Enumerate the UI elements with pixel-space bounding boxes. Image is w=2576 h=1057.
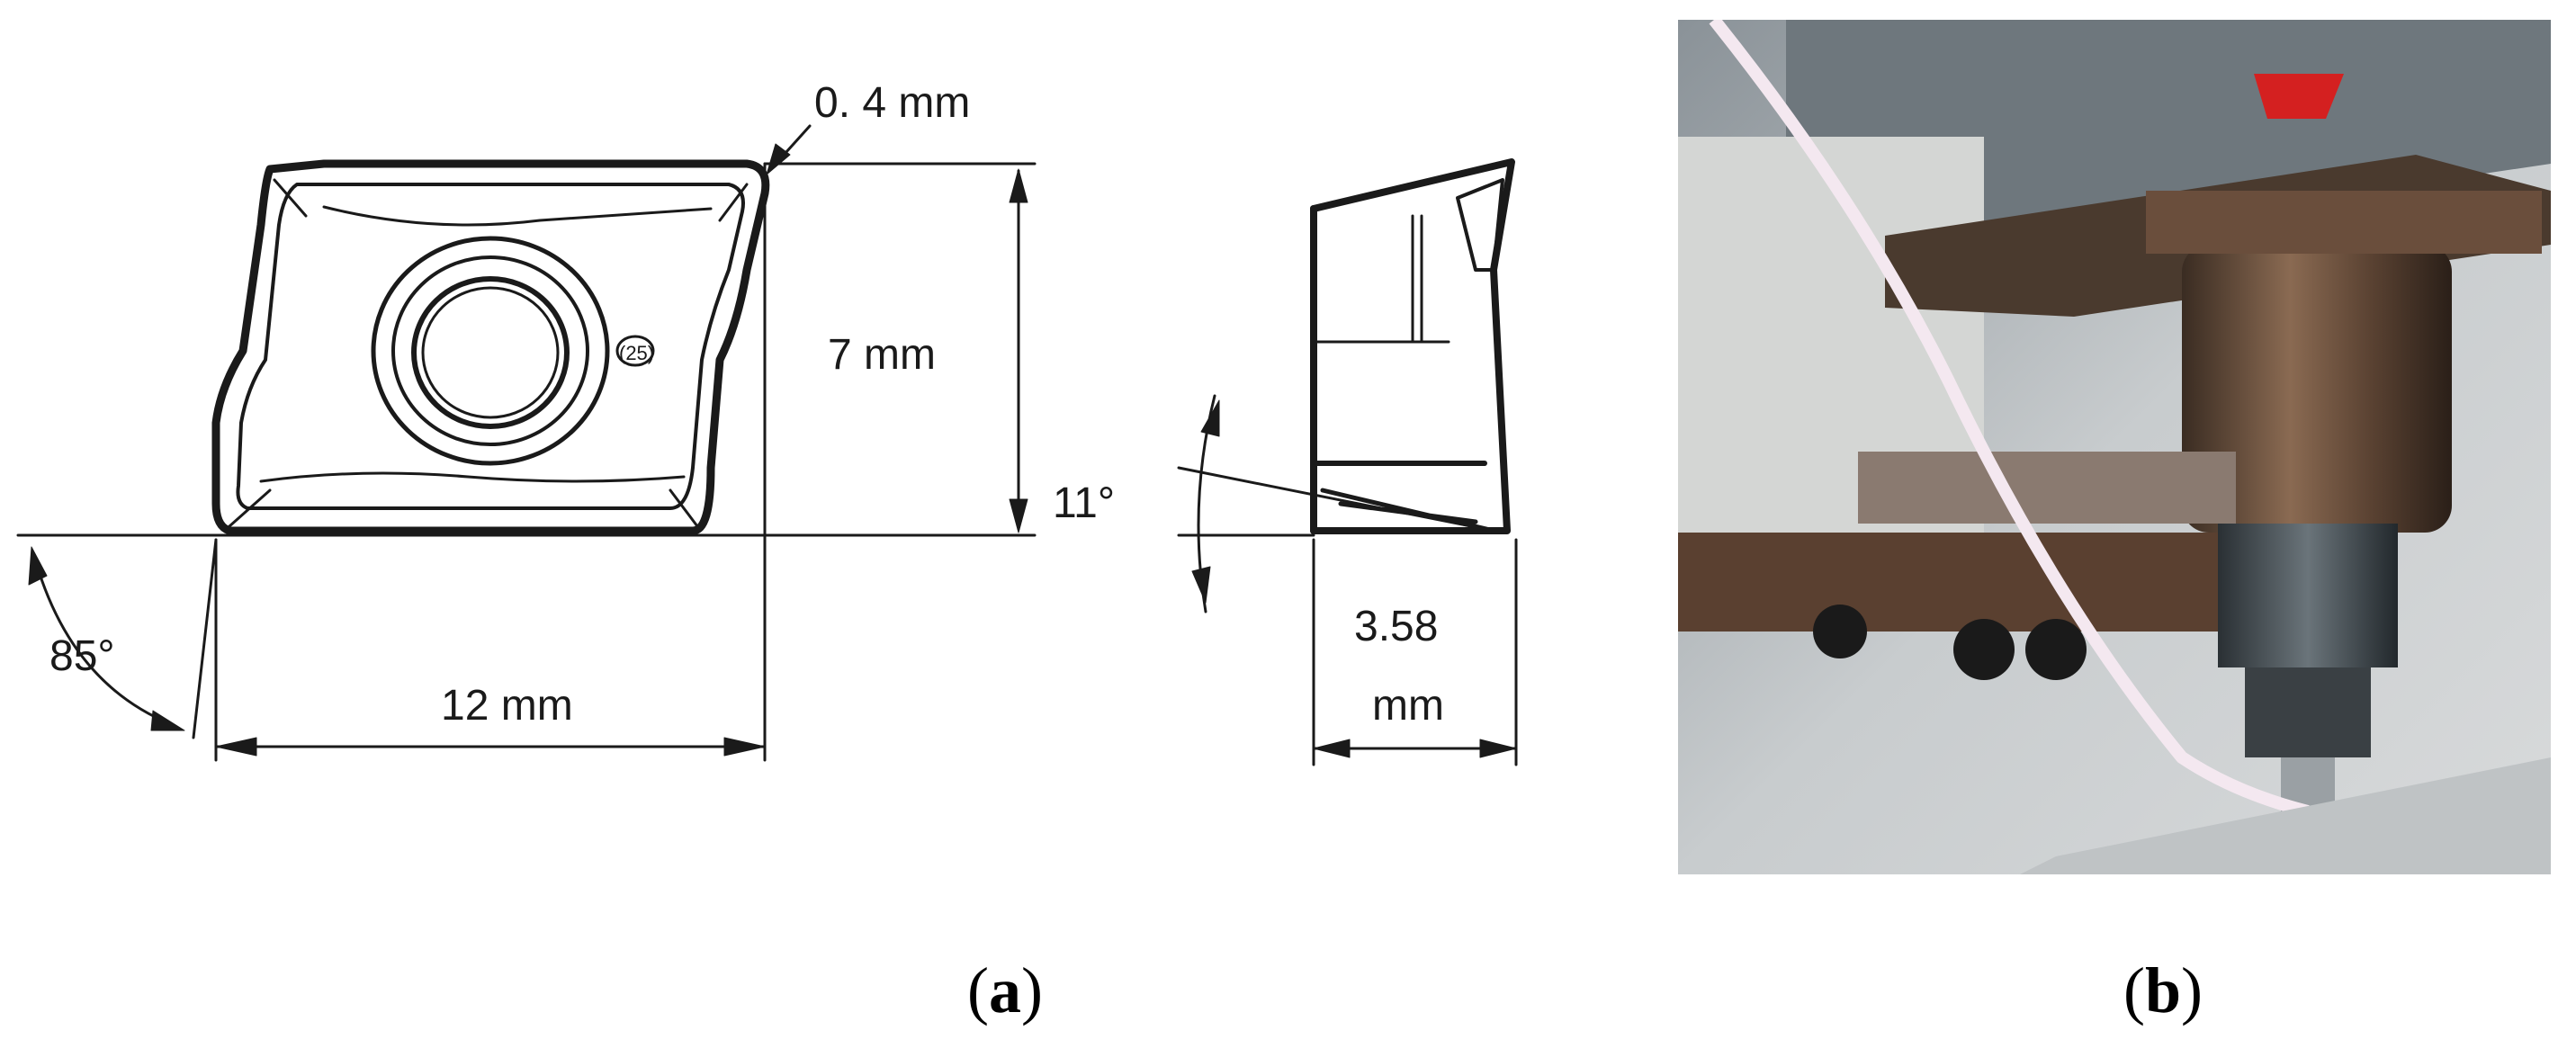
insert-mark-label: (25)	[619, 342, 654, 364]
angle11-arrow-top	[1200, 399, 1220, 437]
machining-setup-photo	[1678, 20, 2551, 874]
rake-edge-bottom	[259, 471, 686, 483]
fixture-bolt-1	[1953, 619, 2015, 680]
tool-holder	[2218, 524, 2398, 667]
screw-hole-inner	[411, 276, 570, 429]
height-label: 7 mm	[828, 331, 936, 379]
caption-a: (a)	[967, 954, 1043, 1026]
spindle-ring	[2146, 191, 2542, 254]
angle-85-label: 85°	[49, 632, 115, 680]
corner-radius-label: 0. 4 mm	[814, 79, 970, 127]
insert-technical-drawing: 0. 4 mm 7 mm 12 mm 85° 11° 3.58 mm (25)	[16, 79, 1518, 766]
rake-edge-top	[322, 205, 713, 227]
screw-hole-mid	[391, 255, 589, 446]
coolant-hose	[1709, 20, 2310, 818]
angle85-line	[192, 538, 218, 739]
tool-collet	[2245, 667, 2371, 757]
machine-floor	[2020, 757, 2551, 874]
angle-11-label: 11°	[1053, 479, 1115, 527]
width-arrow-left	[215, 737, 257, 757]
angle11-arrow-bottom	[1191, 566, 1211, 604]
thickness-arrow-left	[1313, 739, 1351, 758]
angle85-arrow-top	[28, 546, 48, 586]
insert-inner-outline	[236, 183, 745, 510]
thickness-unit-label: mm	[1372, 682, 1444, 730]
corner-facet-bl	[228, 488, 272, 528]
corner-facet-br	[669, 488, 699, 528]
fixture-plate	[1858, 452, 2236, 524]
insert-outline	[211, 159, 770, 535]
side-view-face	[1456, 178, 1504, 272]
thickness-arrow-right	[1479, 739, 1517, 758]
angle85-arc	[34, 560, 173, 726]
insert-mark-circle	[615, 335, 655, 367]
width-arrow-right	[723, 737, 766, 757]
fixture-bolt-2	[2025, 619, 2087, 680]
caption-b: (b)	[2123, 954, 2204, 1026]
spindle-head	[2182, 245, 2452, 533]
corner-facet-tr	[718, 183, 749, 222]
screw-hole-outer	[371, 236, 610, 466]
radius-arrow	[766, 143, 791, 175]
angle85-arrow-bottom	[150, 710, 185, 731]
red-tab	[2254, 74, 2344, 119]
screw-hole-core	[421, 286, 560, 419]
height-arrow-top	[1009, 168, 1028, 203]
width-label: 12 mm	[441, 682, 573, 730]
height-arrow-bottom	[1009, 498, 1028, 533]
fixture-bolt-3	[1813, 605, 1867, 658]
thickness-value-label: 3.58	[1354, 603, 1438, 650]
corner-facet-tl	[273, 178, 308, 218]
angle11-line	[1177, 466, 1495, 533]
